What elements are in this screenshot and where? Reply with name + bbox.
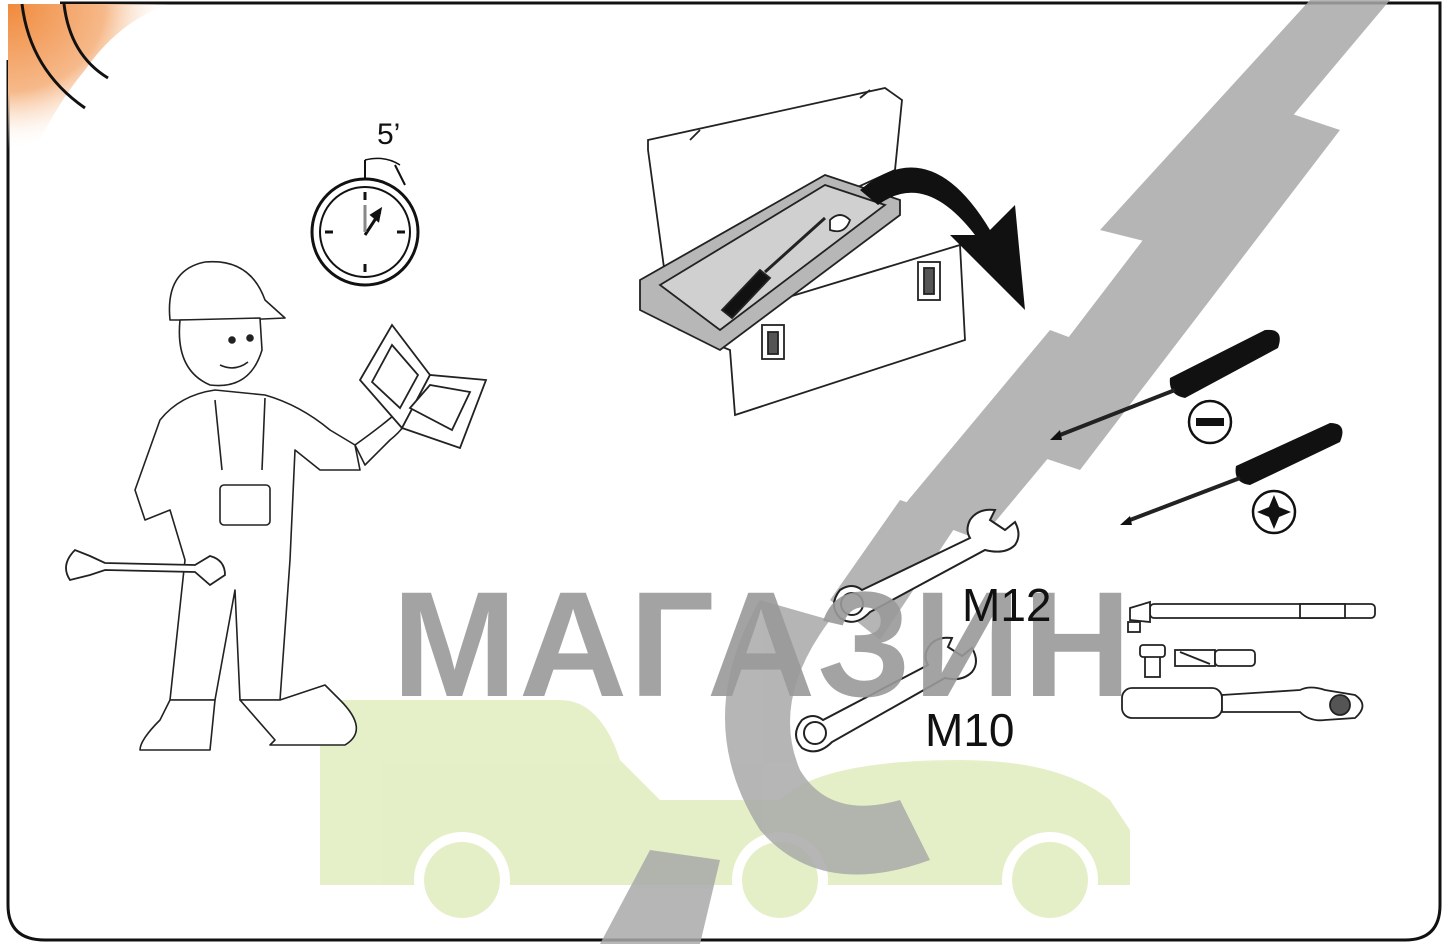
clock-icon bbox=[310, 157, 420, 287]
toolbox-icon bbox=[639, 87, 966, 417]
wrench-size-m10-label: M10 bbox=[925, 704, 1015, 756]
time-label: 5’ bbox=[377, 118, 401, 151]
corner-accent bbox=[8, 3, 170, 150]
wrench-m12-icon bbox=[833, 508, 1020, 623]
van-watermark bbox=[320, 700, 1130, 928]
flat-screwdriver-icon bbox=[1050, 329, 1280, 440]
phillips-screwdriver-icon bbox=[1120, 423, 1343, 525]
watermark-text: МАГАЗИН bbox=[392, 560, 1134, 728]
flat-minus-icon bbox=[1187, 399, 1233, 445]
open-wrench-icon bbox=[65, 548, 226, 587]
mechanic-figure bbox=[134, 260, 409, 751]
wrench-size-m12-label: M12 bbox=[962, 579, 1052, 631]
manual-book-icon bbox=[358, 323, 488, 450]
phillips-star-icon bbox=[1251, 489, 1297, 535]
curved-arrow-icon bbox=[860, 167, 1025, 310]
page-border bbox=[6, 1, 1442, 942]
ratchet-set-icon bbox=[1121, 600, 1376, 722]
wrench-m10-icon bbox=[795, 636, 977, 753]
